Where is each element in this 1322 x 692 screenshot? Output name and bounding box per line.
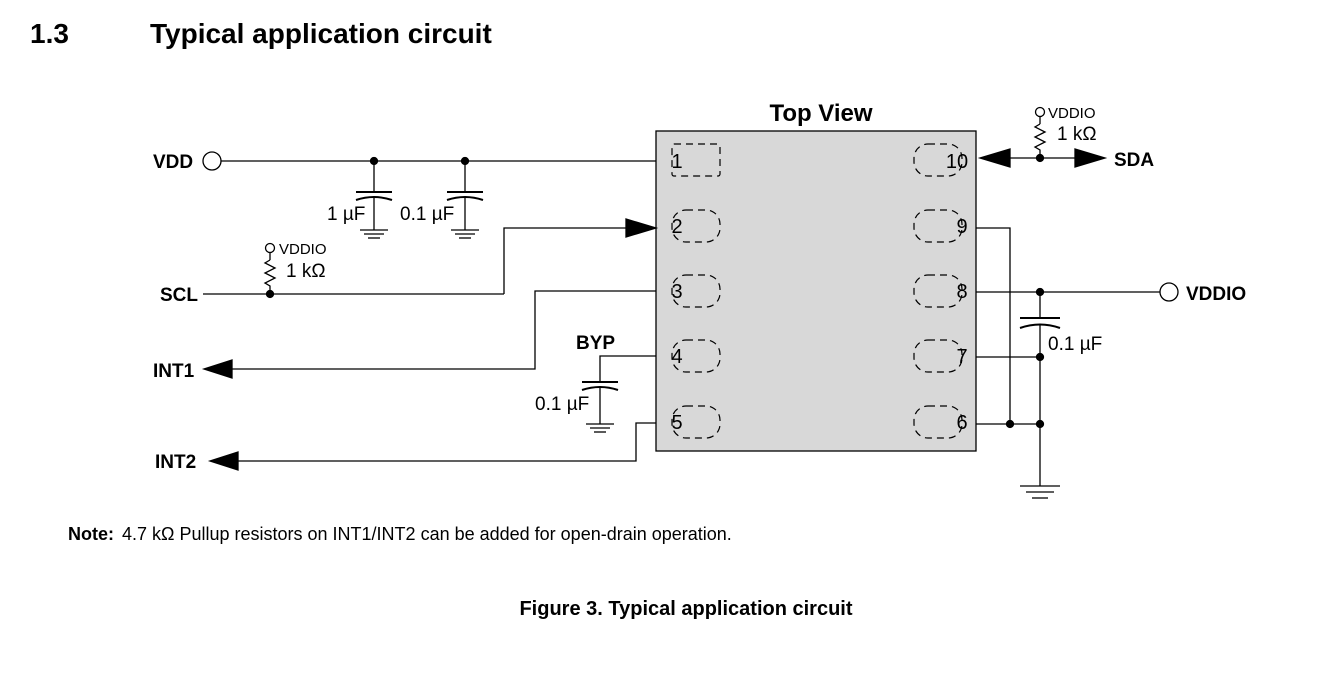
cap-01uf-vdd-label: 0.1 µF: [400, 204, 454, 225]
scl-pullup-value-label: 1 kΩ: [286, 261, 326, 282]
scl-wire-to-pin2: [503, 227, 630, 294]
scl-label: SCL: [160, 285, 198, 306]
pin7-junction: [1035, 352, 1045, 362]
pin-5-label: 5: [671, 412, 682, 434]
int2-arrow: [207, 451, 239, 471]
int2-wire: [238, 422, 656, 462]
pin-9-label: 9: [956, 216, 967, 238]
scl-pullup-resistor: [263, 242, 277, 294]
vddio-terminal: [1159, 282, 1179, 302]
sda-pullup-value-label: 1 kΩ: [1057, 124, 1097, 145]
pin-2-label: 2: [671, 216, 682, 238]
capacitor-1uf: [355, 161, 393, 239]
int1-arrow: [201, 359, 233, 379]
pin-1-label: 1: [671, 151, 682, 173]
chip-body: [655, 130, 977, 452]
note: Note: 4.7 kΩ Pullup resistors on INT1/INT…: [68, 524, 732, 545]
byp-label: BYP: [576, 333, 615, 354]
note-text: 4.7 kΩ Pullup resistors on INT1/INT2 can…: [122, 524, 732, 544]
ground-symbol: [1020, 485, 1060, 499]
sda-label: SDA: [1114, 150, 1154, 171]
capacitor-01uf-byp: [581, 381, 619, 433]
cap-1uf-label: 1 µF: [327, 204, 365, 225]
capacitor-01uf-vddio: [1019, 292, 1061, 424]
vdd-label: VDD: [153, 152, 193, 173]
sda-pullup-supply-label: VDDIO: [1048, 105, 1096, 122]
pin-6-label: 6: [956, 412, 967, 434]
pin-8-label: 8: [956, 281, 967, 303]
scl-arrow: [625, 218, 659, 238]
left-pin-pads: [671, 143, 721, 439]
right-pin-pads: [913, 143, 963, 439]
vdd-terminal: [202, 151, 222, 171]
pin-7-label: 7: [956, 346, 967, 368]
int1-label: INT1: [153, 361, 195, 382]
cap-01uf-vddio-label: 0.1 µF: [1048, 334, 1102, 355]
pin-10-label: 10: [946, 151, 968, 173]
vddio-label: VDDIO: [1186, 284, 1246, 305]
pin9-wire: [976, 227, 1011, 424]
byp-wire: [599, 355, 656, 382]
cap-01uf-byp-label: 0.1 µF: [535, 394, 589, 415]
capacitor-01uf-vdd: [446, 161, 484, 239]
sda-arrow-left: [977, 148, 1011, 168]
pin-3-label: 3: [671, 281, 682, 303]
sda-arrow-right: [1074, 148, 1108, 168]
figure-caption: Figure 3. Typical application circuit: [519, 598, 853, 620]
scl-pullup-supply-label: VDDIO: [279, 241, 327, 258]
int2-label: INT2: [155, 452, 196, 473]
note-label: Note:: [68, 524, 114, 544]
sda-pullup-resistor: [1033, 106, 1047, 158]
chip-title: Top View: [769, 100, 872, 127]
section-title: Typical application circuit: [150, 18, 492, 49]
section-number: 1.3: [30, 18, 69, 49]
pin6-junction-a: [1005, 419, 1015, 429]
pin-4-label: 4: [671, 346, 682, 368]
int1-wire: [232, 290, 656, 370]
